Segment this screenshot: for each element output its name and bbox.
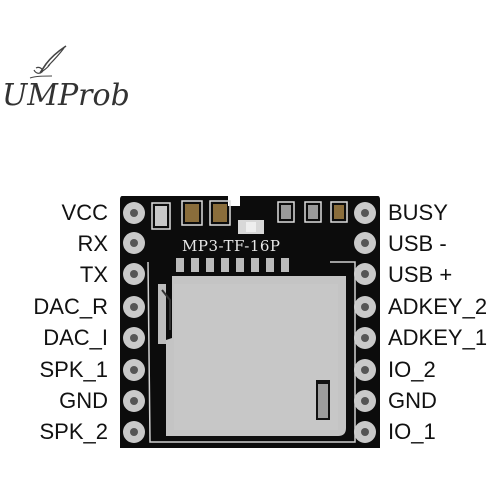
- logo: [0, 40, 120, 120]
- pen-quill-icon: [29, 45, 67, 79]
- left-pads: [123, 202, 145, 443]
- pin-label-right-5: ADKEY_1: [388, 325, 488, 350]
- pin-label-right-6: IO_2: [388, 357, 436, 382]
- pin-label-left-7: GND: [59, 388, 108, 413]
- smd-components: [151, 200, 348, 234]
- pin-label-right-2: USB -: [388, 231, 447, 256]
- pin-label-left-5: DAC_I: [43, 325, 108, 350]
- slot-outline: [147, 261, 356, 443]
- pin-label-right-3: USB +: [388, 262, 453, 287]
- connector-pins: [176, 258, 289, 272]
- pin-label-right-8: IO_1: [388, 419, 436, 444]
- pin-label-right-4: ADKEY_2: [388, 294, 488, 319]
- silkscreen-text: MP3-TF-16P: [182, 237, 281, 255]
- pin-label-right-7: GND: [388, 388, 437, 413]
- logo-text: UMProb: [2, 78, 130, 113]
- pin-label-left-4: DAC_R: [33, 294, 108, 319]
- pin-label-left-1: VCC: [61, 200, 108, 225]
- right-pads: [354, 202, 376, 443]
- pin-label-left-8: SPK_2: [39, 419, 109, 444]
- pin-label-right-1: BUSY: [388, 200, 448, 225]
- pin-label-left-2: RX: [77, 231, 108, 256]
- pin-label-left-6: SPK_1: [39, 357, 109, 382]
- pin-label-left-3: TX: [79, 262, 108, 287]
